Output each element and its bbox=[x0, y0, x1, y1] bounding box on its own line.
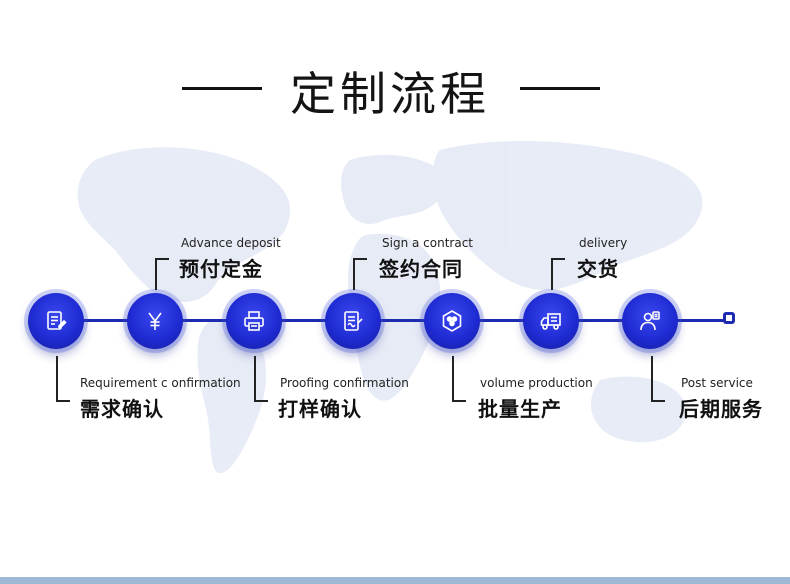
step-zh-label-6: 交货 bbox=[577, 257, 619, 281]
step-en-label-7: Post service bbox=[681, 376, 753, 390]
step-zh-label-1: 需求确认 bbox=[80, 397, 164, 421]
step-en-label-2: Advance deposit bbox=[181, 236, 281, 250]
step-zh-label-3: 打样确认 bbox=[278, 397, 362, 421]
step-en-label-6: delivery bbox=[579, 236, 628, 250]
document-edit-icon bbox=[47, 311, 67, 330]
step-zh-label-7: 后期服务 bbox=[679, 397, 763, 421]
step-en-label-5: volume production bbox=[480, 376, 593, 390]
page-title: 定制流程 bbox=[290, 67, 490, 121]
footer-bar bbox=[0, 577, 790, 584]
step-connector-6 bbox=[551, 258, 565, 290]
step-en-label-4: Sign a contract bbox=[382, 236, 473, 250]
step-node-requirement-confirmation[interactable] bbox=[28, 293, 84, 349]
service-person-icon bbox=[640, 311, 660, 331]
step-en-label-1: Requirement c onfirmation bbox=[80, 376, 241, 390]
step-en-label-3: Proofing confirmation bbox=[280, 376, 409, 390]
step-connector-7 bbox=[651, 356, 665, 402]
step-zh-label-2: 预付定金 bbox=[179, 257, 263, 281]
step-connector-4 bbox=[353, 258, 367, 290]
title-divider-left bbox=[182, 87, 262, 90]
yen-icon bbox=[148, 312, 162, 330]
step-node-sign-contract[interactable] bbox=[325, 293, 381, 349]
step-node-volume-production[interactable] bbox=[424, 293, 480, 349]
step-node-proofing-confirmation[interactable] bbox=[226, 293, 282, 349]
step-node-post-service[interactable] bbox=[622, 293, 678, 349]
timeline-end-cap bbox=[723, 312, 735, 324]
step-connector-5 bbox=[452, 356, 466, 402]
delivery-truck-icon bbox=[540, 313, 561, 330]
contract-sign-icon bbox=[344, 311, 363, 331]
step-connector-1 bbox=[56, 356, 70, 402]
step-connector-3 bbox=[254, 356, 268, 402]
timeline-line bbox=[56, 319, 730, 322]
step-connector-2 bbox=[155, 258, 169, 290]
printer-icon bbox=[244, 311, 264, 331]
header: 定制流程 bbox=[0, 58, 790, 121]
step-node-delivery[interactable] bbox=[523, 293, 579, 349]
step-zh-label-4: 签约合同 bbox=[379, 257, 463, 281]
step-node-advance-deposit[interactable] bbox=[127, 293, 183, 349]
title-divider-right bbox=[520, 87, 600, 90]
step-zh-label-5: 批量生产 bbox=[478, 397, 562, 421]
production-icon bbox=[442, 310, 462, 332]
